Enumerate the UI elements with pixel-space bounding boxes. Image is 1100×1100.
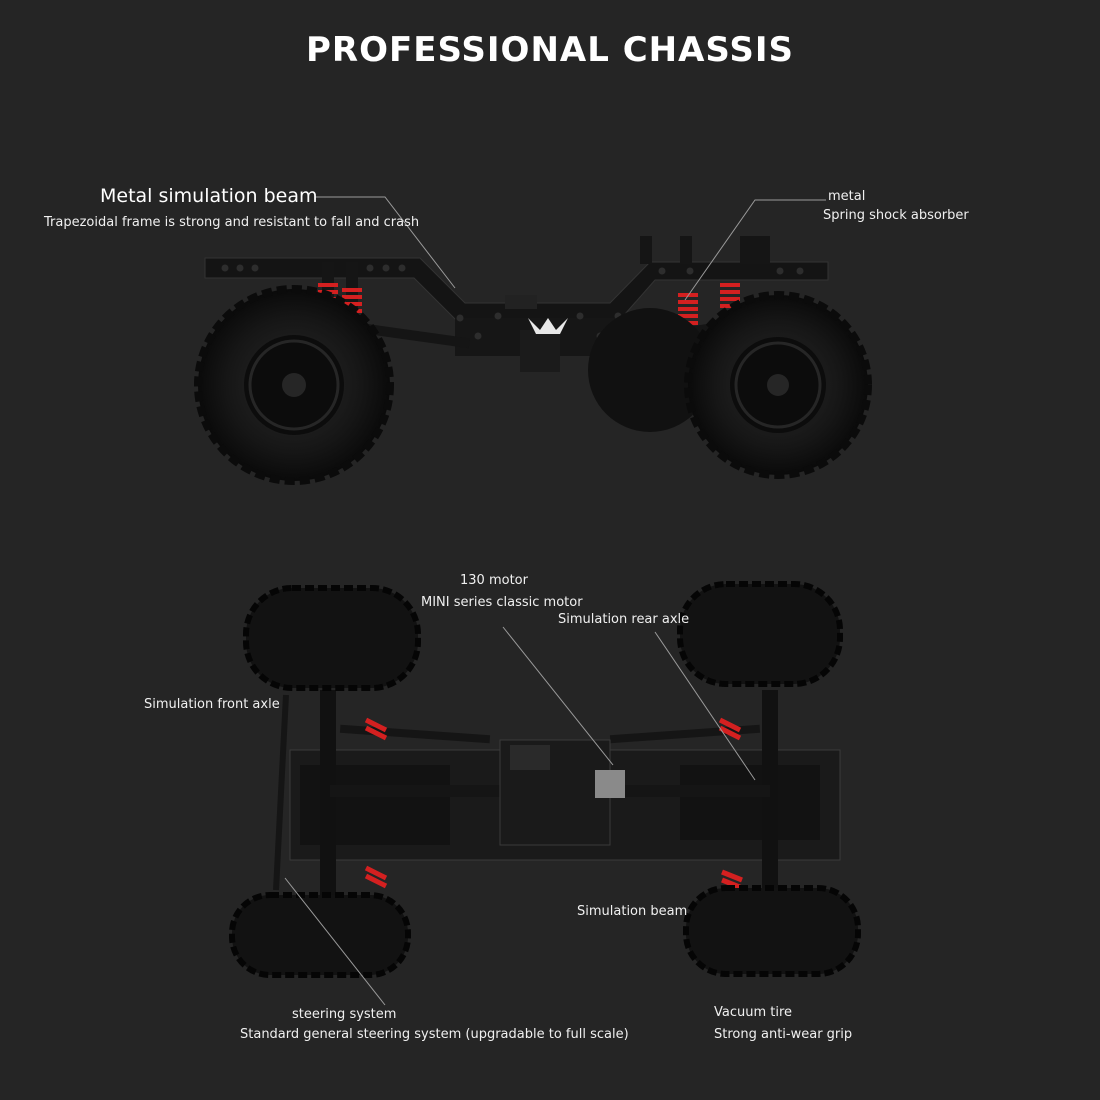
side-tires — [194, 285, 872, 485]
tire-label-line2: Strong anti-wear grip — [714, 1027, 853, 1042]
chassis-bottom-view-illustration — [229, 581, 861, 978]
bottom-callout-lines — [284, 626, 756, 1006]
steering-label-line2: Standard general steering system (upgrad… — [240, 1027, 629, 1042]
tire-label-line1: Vacuum tire — [714, 1005, 793, 1020]
page-title: PROFESSIONAL CHASSIS — [305, 30, 795, 70]
beam-caption: Trapezoidal frame is strong and resistan… — [44, 215, 420, 230]
steering-label-line1: steering system — [292, 1007, 397, 1022]
simulation-beam-label: Simulation beam — [577, 904, 688, 919]
shock-label-line2: Spring shock absorber — [823, 208, 969, 223]
motor-label-line1: 130 motor — [460, 573, 528, 588]
beam-heading: Metal simulation beam — [100, 185, 318, 207]
front-axle-label: Simulation front axle — [144, 697, 280, 712]
rear-axle-label: Simulation rear axle — [558, 612, 690, 627]
side-callout-lines — [315, 196, 826, 301]
side-frame — [204, 236, 829, 372]
motor-label-line2: MINI series classic motor — [421, 595, 583, 610]
shock-label-line1: metal — [828, 189, 866, 204]
